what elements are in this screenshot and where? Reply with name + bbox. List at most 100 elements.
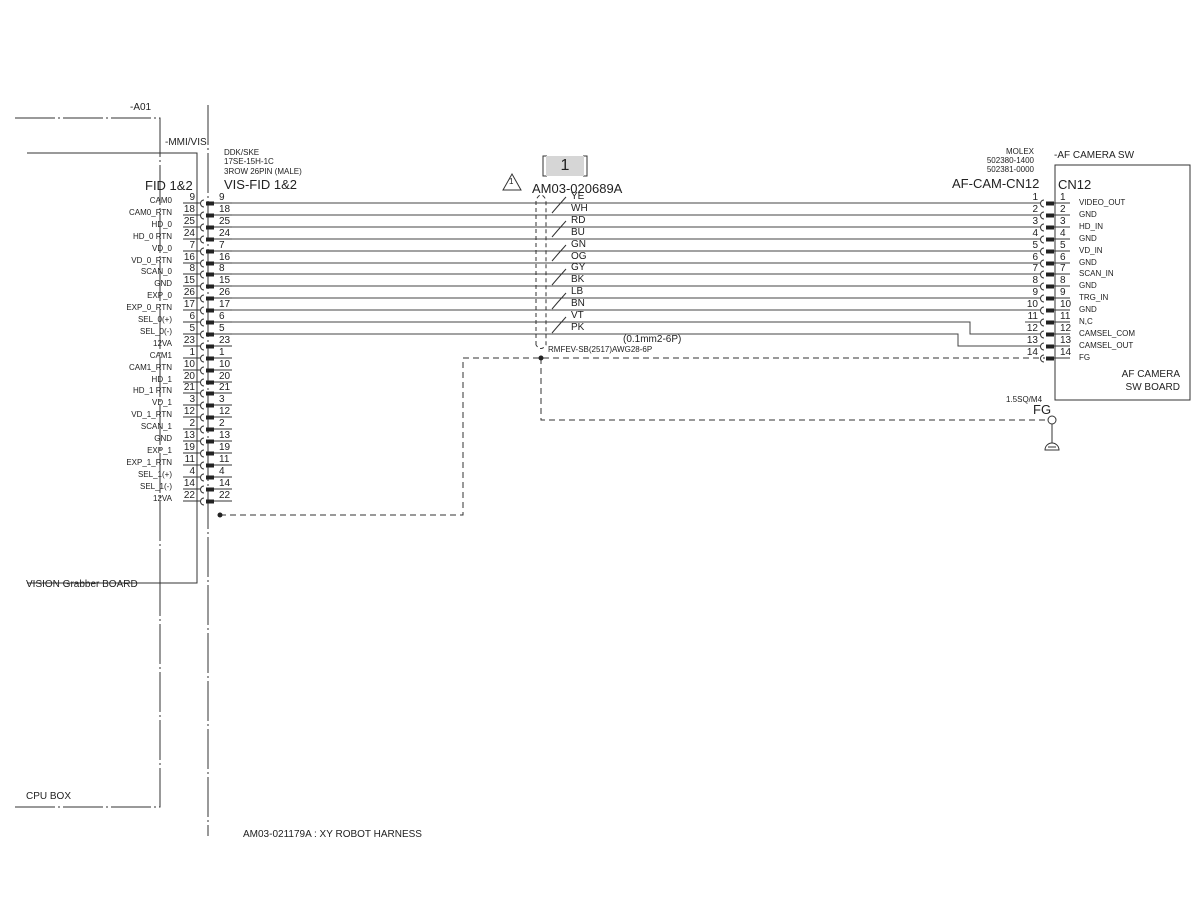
left-pin-signal: EXP_0 [147, 291, 172, 300]
left-mate-pin-number: 22 [219, 490, 231, 501]
left-pin-number: 22 [183, 490, 195, 501]
right-pin-number: 5 [1032, 240, 1038, 251]
left-mate-pin-number: 23 [219, 335, 231, 346]
right-pin-number: 8 [1032, 275, 1038, 286]
left-pin-signal: EXP_1 [147, 446, 172, 455]
left-pin-signal: SEL_0(+) [137, 315, 172, 324]
ground-wire-spec: 1.5SQ/M4 [1006, 395, 1043, 404]
wire-color-label: LB [571, 286, 584, 297]
left-pin-signal: SEL_0(-) [139, 327, 172, 336]
left-pin-signal: HD_0 [151, 220, 172, 229]
right-pin-signal: GND [1079, 305, 1097, 314]
right-mate-pin-number: 14 [1060, 347, 1072, 358]
right-mate-pin-number: 4 [1060, 228, 1066, 239]
left-mate-pin-number: 11 [219, 454, 230, 465]
left-pin-signal: SEL_1(+) [137, 470, 172, 479]
cable-part-number: AM03-020689A [532, 181, 623, 196]
right-mate-pin-number: 8 [1060, 275, 1066, 286]
ground-symbol-icon [1044, 424, 1060, 451]
right-pin-signal: VIDEO_OUT [1079, 198, 1126, 207]
right-pin-number: 14 [1026, 347, 1038, 358]
left-pin-signal: CAM1_RTN [129, 363, 172, 372]
left-pin-signal: CAM1 [149, 351, 172, 360]
right-pin-signal: HD_IN [1079, 222, 1104, 231]
right-pin-number: 13 [1026, 335, 1038, 346]
left-mate-pin-number: 17 [219, 299, 231, 310]
left-connector-mate-name: VIS-FID 1&2 [224, 177, 297, 192]
left-mate-pin-number: 25 [219, 216, 231, 227]
right-pin-number: 3 [1032, 216, 1038, 227]
mmi-vis-frame [27, 152, 198, 584]
left-mate-pin-number: 14 [219, 478, 231, 489]
revision-badge: 1 [546, 156, 584, 176]
left-mate-pin-number: 4 [219, 466, 225, 477]
left-mate-pin-number: 20 [219, 371, 231, 382]
left-mate-pin-number: 7 [219, 240, 225, 251]
right-pin-signal: TRG_IN [1079, 293, 1109, 302]
left-connector-vendor: DDK/SKE [224, 148, 260, 157]
left-pin-number: 17 [183, 299, 195, 310]
left-pin-signal: VD_0 [151, 244, 172, 253]
wire-color-label: PK [571, 322, 585, 333]
left-pin-signal: 12VA [153, 339, 172, 348]
cable-size: (0.1mm2-6P) [623, 334, 682, 345]
left-mate-pin-number: 15 [219, 275, 231, 286]
right-pin-number: 10 [1026, 299, 1038, 310]
right-connector-vendor: MOLEX [1005, 147, 1034, 156]
left-pin-number: 7 [189, 240, 195, 251]
cpu-box-frame [15, 583, 161, 808]
wire-color-label: BN [571, 298, 585, 309]
left-pin-number: 9 [189, 192, 195, 203]
left-pin-number: 3 [189, 394, 195, 405]
right-pin-signal: CAMSEL_COM [1079, 329, 1136, 338]
right-pin-signal: GND [1079, 234, 1097, 243]
right-pin-signal: FG [1079, 353, 1091, 362]
left-pin-signal: EXP_0_RTN [126, 303, 172, 312]
left-mate-pin-number: 6 [219, 311, 225, 322]
left-mate-pin-number: 26 [219, 287, 231, 298]
twist-marks [551, 196, 567, 334]
fg-terminal-icon [1047, 415, 1057, 425]
left-mate-pin-number: 13 [219, 430, 231, 441]
af-board-label-1: AF CAMERA [1121, 369, 1180, 380]
left-pin-number: 19 [183, 442, 195, 453]
left-pin-signal: VD_0_RTN [131, 256, 172, 265]
warning-triangle-icon [502, 172, 522, 191]
left-pin-signal: SEL_1(-) [139, 482, 172, 491]
left-pin-signal: HD_0 RTN [133, 232, 172, 241]
left-pin-signal: HD_1 RTN [133, 386, 172, 395]
wire-color-label: GN [571, 239, 586, 250]
left-pin-number: 11 [184, 454, 195, 465]
left-pin-number: 23 [183, 335, 195, 346]
revision-badge-brackets [542, 155, 588, 177]
right-connector-part1: 502380-1400 [986, 156, 1034, 165]
right-mate-pin-number: 6 [1060, 252, 1066, 263]
cable-spec: RMFEV-SB(2517)AWG28-6P [548, 345, 653, 354]
left-pin-number: 15 [183, 275, 195, 286]
warning-mark-number: 1 [509, 177, 514, 186]
left-mate-pin-number: 5 [219, 323, 225, 334]
left-pin-signal: 12VA [153, 494, 172, 503]
left-pin-number: 14 [183, 478, 195, 489]
right-mate-pin-number: 2 [1060, 204, 1066, 215]
left-pin-signal: CAM0_RTN [129, 208, 172, 217]
left-mate-pin-number: 19 [219, 442, 231, 453]
left-pin-number: 20 [183, 371, 195, 382]
left-pin-number: 8 [189, 263, 195, 274]
a01-label: -A01 [130, 102, 152, 113]
left-mate-pin-number: 3 [219, 394, 225, 405]
right-pin-signal: GND [1079, 258, 1097, 267]
right-connector-part2: 502381-0000 [986, 165, 1034, 174]
right-mate-pin-number: 1 [1060, 192, 1066, 203]
right-mate-pin-number: 3 [1060, 216, 1066, 227]
right-pin-number: 12 [1026, 323, 1038, 334]
wire-color-label: WH [571, 203, 588, 214]
left-mate-pin-number: 2 [219, 418, 225, 429]
vision-board-label: VISION Grabber BOARD [26, 579, 138, 590]
left-pin-number: 21 [183, 382, 195, 393]
left-mate-pin-number: 10 [219, 359, 231, 370]
left-connector-spec: 3ROW 26PIN (MALE) [224, 167, 302, 176]
right-pin-signal: VD_IN [1079, 246, 1103, 255]
left-pin-signal: SCAN_1 [140, 422, 172, 431]
